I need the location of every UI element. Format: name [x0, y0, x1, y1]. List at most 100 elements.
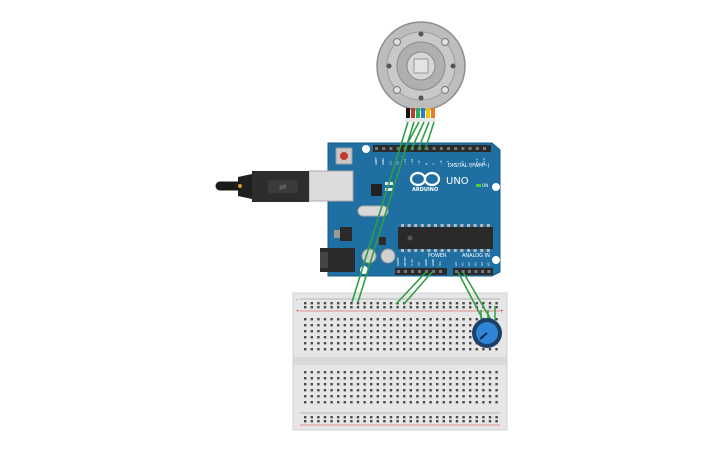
- rail-hole[interactable]: [350, 302, 353, 305]
- breadboard-hole[interactable]: [442, 389, 445, 392]
- breadboard-hole[interactable]: [389, 336, 393, 339]
- breadboard-hole[interactable]: [442, 383, 445, 386]
- rail-hole[interactable]: [455, 416, 459, 419]
- breadboard-hole[interactable]: [363, 348, 366, 351]
- motor-shaft[interactable]: [413, 58, 429, 74]
- breadboard-hole[interactable]: [350, 383, 353, 386]
- breadboard-hole[interactable]: [475, 383, 478, 386]
- breadboard-hole[interactable]: [442, 330, 445, 333]
- breadboard-hole[interactable]: [383, 395, 386, 398]
- rail-hole[interactable]: [449, 302, 452, 305]
- breadboard-hole[interactable]: [323, 330, 327, 333]
- breadboard-hole[interactable]: [304, 342, 307, 345]
- breadboard-hole[interactable]: [350, 377, 353, 380]
- power-pin-socket[interactable]: [397, 270, 400, 273]
- rail-hole[interactable]: [416, 420, 419, 423]
- rail-hole[interactable]: [356, 416, 360, 419]
- rail-hole[interactable]: [383, 306, 386, 309]
- rail-hole[interactable]: [495, 302, 498, 305]
- wire-motor-4[interactable]: [410, 121, 425, 151]
- breadboard-hole[interactable]: [363, 383, 366, 386]
- rail-hole[interactable]: [337, 306, 340, 309]
- digital-pin-socket[interactable]: [389, 147, 393, 150]
- digital-pin-socket[interactable]: [425, 147, 429, 150]
- breadboard-hole[interactable]: [376, 377, 379, 380]
- rail-hole[interactable]: [330, 306, 333, 309]
- rail-hole[interactable]: [409, 416, 412, 419]
- breadboard-hole[interactable]: [363, 324, 366, 327]
- breadboard-hole[interactable]: [337, 383, 340, 386]
- breadboard-hole[interactable]: [310, 383, 313, 386]
- breadboard-hole[interactable]: [495, 401, 498, 404]
- breadboard-hole[interactable]: [469, 401, 472, 404]
- breadboard-hole[interactable]: [449, 330, 452, 333]
- breadboard-hole[interactable]: [363, 318, 366, 321]
- breadboard-hole[interactable]: [482, 401, 485, 404]
- breadboard-hole[interactable]: [449, 383, 452, 386]
- breadboard-hole[interactable]: [455, 377, 459, 380]
- breadboard-hole[interactable]: [363, 336, 366, 339]
- breadboard-hole[interactable]: [488, 389, 492, 392]
- rail-hole[interactable]: [330, 416, 333, 419]
- wire-gnd[interactable]: [403, 271, 433, 305]
- breadboard-hole[interactable]: [343, 371, 346, 374]
- breadboard-hole[interactable]: [482, 395, 485, 398]
- breadboard-hole[interactable]: [343, 318, 346, 321]
- breadboard-hole[interactable]: [475, 348, 478, 351]
- digital-pin-socket[interactable]: [461, 147, 465, 150]
- digital-pin-socket[interactable]: [483, 147, 486, 150]
- breadboard-hole[interactable]: [330, 318, 333, 321]
- breadboard-hole[interactable]: [449, 348, 452, 351]
- breadboard-hole[interactable]: [416, 395, 419, 398]
- breadboard-hole[interactable]: [442, 318, 445, 321]
- breadboard-hole[interactable]: [323, 336, 327, 339]
- rail-hole[interactable]: [376, 302, 379, 305]
- breadboard-hole[interactable]: [488, 348, 492, 351]
- breadboard-hole[interactable]: [323, 383, 327, 386]
- breadboard-hole[interactable]: [422, 336, 426, 339]
- breadboard-hole[interactable]: [442, 395, 445, 398]
- rail-hole[interactable]: [488, 302, 492, 305]
- rail-hole[interactable]: [304, 416, 307, 419]
- breadboard-hole[interactable]: [422, 377, 426, 380]
- breadboard-hole[interactable]: [356, 389, 360, 392]
- breadboard-hole[interactable]: [469, 342, 472, 345]
- analog-pin-socket[interactable]: [455, 270, 458, 273]
- rail-hole[interactable]: [403, 420, 406, 423]
- breadboard-hole[interactable]: [350, 318, 353, 321]
- breadboard-hole[interactable]: [323, 324, 327, 327]
- breadboard-hole[interactable]: [482, 377, 485, 380]
- breadboard-hole[interactable]: [396, 383, 399, 386]
- breadboard-hole[interactable]: [403, 401, 406, 404]
- rail-hole[interactable]: [383, 302, 386, 305]
- breadboard-hole[interactable]: [416, 336, 419, 339]
- analog-pin-socket[interactable]: [481, 270, 484, 273]
- breadboard-hole[interactable]: [330, 377, 333, 380]
- breadboard-hole[interactable]: [370, 371, 373, 374]
- breadboard-hole[interactable]: [350, 342, 353, 345]
- breadboard-hole[interactable]: [356, 377, 360, 380]
- rail-hole[interactable]: [416, 302, 419, 305]
- breadboard-hole[interactable]: [403, 336, 406, 339]
- wires[interactable]: [351, 121, 491, 319]
- breadboard-hole[interactable]: [442, 348, 445, 351]
- rail-hole[interactable]: [482, 416, 485, 419]
- power-pin-socket[interactable]: [425, 270, 428, 273]
- breadboard-hole[interactable]: [370, 395, 373, 398]
- breadboard-hole[interactable]: [343, 401, 346, 404]
- usb-cable[interactable]: ⇌: [215, 171, 309, 202]
- rail-hole[interactable]: [356, 306, 360, 309]
- breadboard-hole[interactable]: [416, 318, 419, 321]
- breadboard-hole[interactable]: [455, 401, 459, 404]
- breadboard-hole[interactable]: [310, 318, 313, 321]
- rail-hole[interactable]: [310, 420, 313, 423]
- breadboard-hole[interactable]: [370, 389, 373, 392]
- breadboard-hole[interactable]: [429, 330, 432, 333]
- breadboard-hole[interactable]: [436, 318, 439, 321]
- breadboard-hole[interactable]: [495, 383, 498, 386]
- breadboard-hole[interactable]: [469, 324, 472, 327]
- rail-hole[interactable]: [389, 302, 393, 305]
- breadboard-hole[interactable]: [330, 383, 333, 386]
